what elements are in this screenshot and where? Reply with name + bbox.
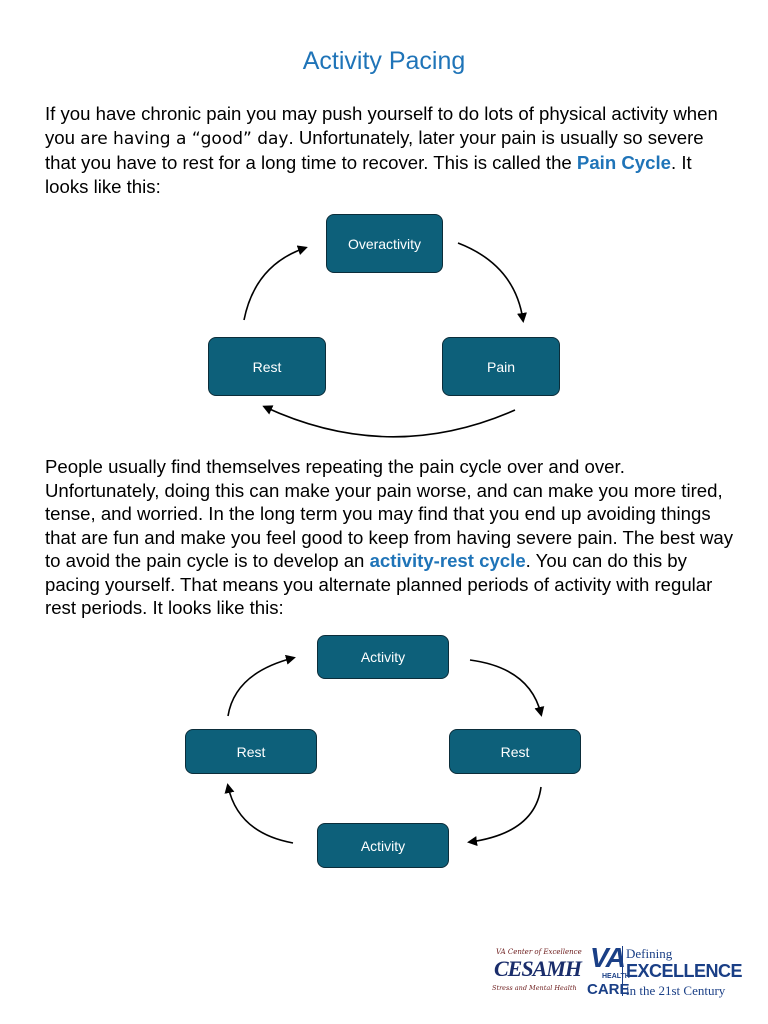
pain-cycle-arrows — [243, 242, 527, 438]
good-day-phrase: are having a “good” day — [80, 128, 289, 149]
node-overactivity: Overactivity — [326, 214, 443, 273]
pain-cycle-diagram: Overactivity Rest Pain — [0, 205, 768, 455]
va-health-care-logo: VA HEALTH CARE — [587, 942, 630, 1000]
explanation-paragraph: People usually find themselves repeating… — [45, 455, 735, 620]
node-rest-right: Rest — [449, 729, 581, 774]
va-care-text: CARE — [587, 981, 630, 998]
arrow-rest-to-overactivity — [243, 245, 308, 321]
pain-cycle-term: Pain Cycle — [576, 152, 671, 173]
century-text: in the 21st Century — [626, 983, 726, 998]
page-title: Activity Pacing — [302, 47, 466, 75]
cesamh-wordmark: CESAMH — [494, 956, 582, 981]
arrow-top-activity-to-right-rest — [469, 659, 545, 717]
intro-text-middle: . Unfortunately, later your pain is usua… — [45, 126, 704, 174]
arrow-left-rest-to-top-activity — [227, 654, 296, 717]
node-rest-left: Rest — [185, 729, 317, 774]
defining-excellence-logo: Defining EXCELLENCE in the 21st Century — [626, 944, 743, 1000]
intro-paragraph: If you have chronic pain you may push yo… — [45, 102, 735, 198]
arrow-bottom-activity-to-left-rest — [224, 783, 294, 844]
cesamh-top-text: VA Center of Excellence — [496, 948, 582, 956]
node-pain: Pain — [442, 337, 560, 396]
activity-rest-cycle-term: activity-rest cycle — [369, 550, 526, 571]
excellence-text: EXCELLENCE — [626, 961, 743, 981]
arrow-right-rest-to-bottom-activity — [467, 786, 542, 846]
logo-divider — [622, 946, 623, 996]
footer-logo: VA Center of Excellence CESAMH Stress an… — [488, 940, 743, 1002]
cesamh-logo: VA Center of Excellence CESAMH Stress an… — [488, 940, 588, 1002]
explanation-text-tail: . You can do this by pacing yourself. Th… — [45, 550, 713, 618]
cesamh-bottom-text: Stress and Mental Health — [492, 984, 577, 992]
intro-text-lead: If you have chronic pain you may push yo… — [45, 103, 718, 148]
va-health-text: HEALTH — [602, 973, 630, 980]
defining-text: Defining — [626, 946, 673, 961]
node-activity-bottom: Activity — [317, 823, 449, 868]
intro-text-tail: . It looks like this: — [45, 152, 692, 197]
activity-rest-diagram: Activity Rest Rest Activity — [0, 628, 768, 878]
activity-rest-arrows — [224, 654, 545, 846]
arrow-overactivity-to-pain — [457, 242, 527, 323]
arrow-pain-to-rest — [262, 405, 516, 438]
node-rest: Rest — [208, 337, 326, 396]
node-activity-top: Activity — [317, 635, 449, 679]
explanation-text-lead: People usually find themselves repeating… — [45, 456, 734, 571]
va-wordmark: VA — [590, 942, 626, 973]
